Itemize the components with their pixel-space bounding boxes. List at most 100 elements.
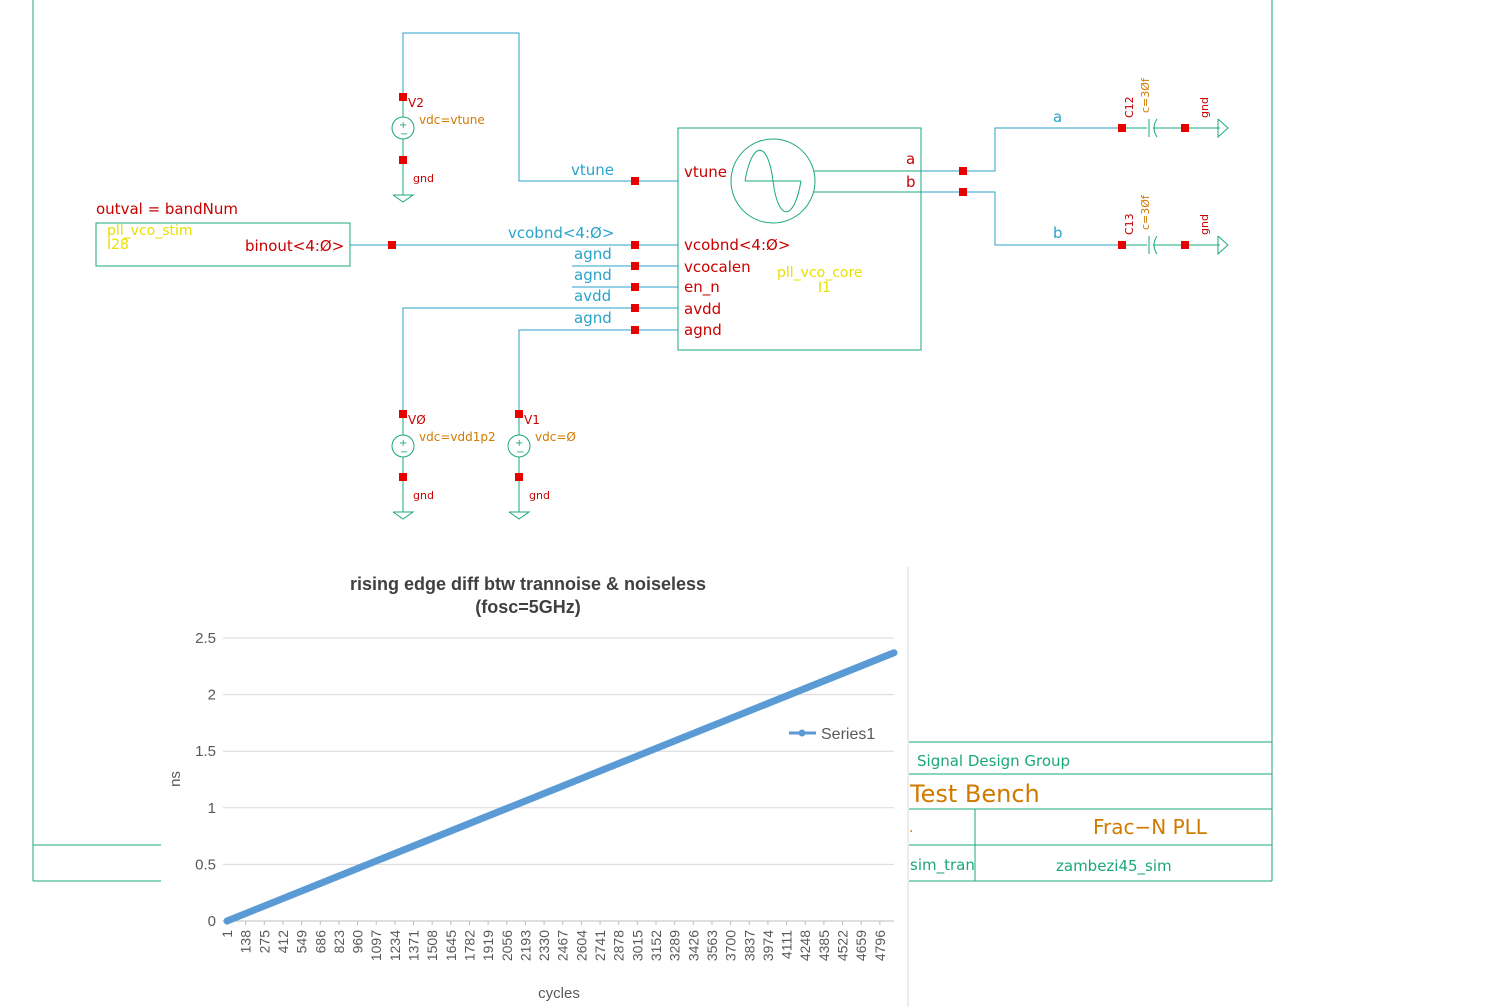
vco-core-block[interactable]: vtune vcobnd<4:Ø> vcocalen en_n avdd agn… xyxy=(677,127,922,351)
vco-output-stubs xyxy=(814,170,921,193)
v2-param: vdc=vtune xyxy=(419,113,485,127)
legend-series-label: Series1 xyxy=(821,726,875,743)
connection-point xyxy=(399,156,407,164)
connection-point xyxy=(399,473,407,481)
net-label-a: a xyxy=(1053,108,1062,126)
connection-point xyxy=(388,241,396,249)
x-tick-label: 1097 xyxy=(368,930,384,961)
c12-name: C12 xyxy=(1123,96,1136,118)
net-labels: vtune vcobnd<4:Ø> agnd agnd avdd agnd a … xyxy=(508,108,1063,327)
x-tick-label: 2056 xyxy=(499,930,515,961)
series-layer xyxy=(223,649,898,925)
svg-text:−: − xyxy=(516,447,524,458)
voltage-source-v1[interactable]: + − V1 vdc=Ø gnd xyxy=(507,413,576,520)
voltage-source-v0[interactable]: + − VØ vdc=vdd1p2 gnd xyxy=(391,413,496,520)
title-block: Signal Design Group Test Bench . Frac−N … xyxy=(909,752,1208,876)
x-tick-label: 1 xyxy=(219,930,235,938)
connection-point xyxy=(631,326,639,334)
title-block-fragment: . xyxy=(909,820,913,836)
connection-points xyxy=(388,93,1189,481)
net-label-agnd-3: agnd xyxy=(574,309,612,327)
title-block-cell: sim_tran xyxy=(910,856,975,875)
wires xyxy=(350,32,1122,414)
x-tick-label: 4111 xyxy=(779,930,795,959)
svg-text:+: + xyxy=(399,120,407,131)
vco-stim-block[interactable]: outval = bandNum pll_vco_stim I28 binout… xyxy=(95,200,351,267)
connection-point xyxy=(1181,241,1189,249)
net-label-b: b xyxy=(1053,224,1063,242)
connection-point xyxy=(631,241,639,249)
x-tick-label: 3152 xyxy=(648,930,664,961)
svg-text:+: + xyxy=(515,438,523,449)
y-tick-label: 0.5 xyxy=(195,856,216,873)
net-label-agnd-2: agnd xyxy=(574,266,612,284)
connection-point xyxy=(515,410,523,418)
connection-point xyxy=(1118,124,1126,132)
x-tick-label: 3426 xyxy=(685,930,701,961)
connection-point xyxy=(631,304,639,312)
v0-param: vdc=vdd1p2 xyxy=(419,430,496,444)
net-label-vtune: vtune xyxy=(571,161,614,179)
x-tick-label: 275 xyxy=(256,930,272,954)
x-tick-label: 3974 xyxy=(760,930,776,961)
x-tick-label: 1234 xyxy=(387,930,403,961)
line-chart: rising edge diff btw trannoise & noisele… xyxy=(167,567,909,1007)
voltage-source-v2[interactable]: + − V2 vdc=vtune gnd xyxy=(391,96,485,203)
net-label-agnd-1: agnd xyxy=(574,245,612,263)
connection-point xyxy=(631,262,639,270)
c13-name: C13 xyxy=(1123,213,1136,235)
core-pin-b: b xyxy=(906,173,916,191)
core-pin-en-n: en_n xyxy=(684,278,720,297)
v2-name: V2 xyxy=(408,96,424,110)
chart-legend[interactable]: Series1 xyxy=(789,726,875,743)
connection-point xyxy=(515,473,523,481)
x-tick-label: 2878 xyxy=(611,930,627,961)
net-label-avdd: avdd xyxy=(574,287,611,305)
x-tick-label: 1645 xyxy=(443,930,459,961)
c13-param: c=3Øf xyxy=(1139,194,1152,230)
gridlines xyxy=(223,637,894,922)
capacitor-c12[interactable]: C12 c=3Øf gnd xyxy=(1122,77,1229,139)
v1-name: V1 xyxy=(524,413,540,427)
stim-instance: I28 xyxy=(107,237,129,253)
y-tick-label: 1.5 xyxy=(195,743,216,760)
svg-text:−: − xyxy=(400,129,408,140)
x-tick-label: 4796 xyxy=(872,930,888,961)
y-tick-label: 2.5 xyxy=(195,630,216,647)
x-tick-label: 2741 xyxy=(592,930,608,961)
core-cell-name: pll_vco_core xyxy=(777,265,863,281)
title-block-title: Test Bench xyxy=(909,780,1040,808)
stim-cell-name: pll_vco_stim xyxy=(107,223,193,239)
connection-point xyxy=(1181,124,1189,132)
connection-point xyxy=(631,283,639,291)
v1-gnd-label: gnd xyxy=(529,489,550,502)
x-tick-label: 4522 xyxy=(835,930,851,961)
chart-panel[interactable]: rising edge diff btw trannoise & noisele… xyxy=(161,567,909,1007)
y-axis-ticks: 00.511.522.5 xyxy=(195,630,216,930)
x-tick-label: 1508 xyxy=(424,930,440,961)
legend-series-marker xyxy=(798,729,806,737)
x-axis-label: cycles xyxy=(538,985,580,1002)
svg-text:+: + xyxy=(399,438,407,449)
x-tick-label: 960 xyxy=(350,930,366,954)
x-tick-label: 3563 xyxy=(704,930,720,961)
v1-param: vdc=Ø xyxy=(535,430,576,444)
series-line[interactable] xyxy=(223,649,898,925)
core-pin-vcobnd: vcobnd<4:Ø> xyxy=(684,236,790,254)
x-tick-label: 3837 xyxy=(741,930,757,961)
capacitor-c13[interactable]: C13 c=3Øf gnd xyxy=(1122,194,1229,256)
x-tick-label: 549 xyxy=(294,930,310,954)
x-tick-label: 1919 xyxy=(480,930,496,961)
chart-title-line-2: (fosc=5GHz) xyxy=(475,597,581,617)
core-pin-a: a xyxy=(906,150,915,168)
x-tick-label: 1371 xyxy=(406,930,422,961)
v2-gnd-label: gnd xyxy=(413,172,434,185)
title-block-library: zambezi45_sim xyxy=(1056,857,1172,876)
x-tick-label: 138 xyxy=(238,930,254,954)
connection-point xyxy=(631,177,639,185)
connection-point xyxy=(959,188,967,196)
x-tick-label: 4659 xyxy=(853,930,869,961)
connection-point xyxy=(959,167,967,175)
oscillator-icon xyxy=(730,138,816,224)
